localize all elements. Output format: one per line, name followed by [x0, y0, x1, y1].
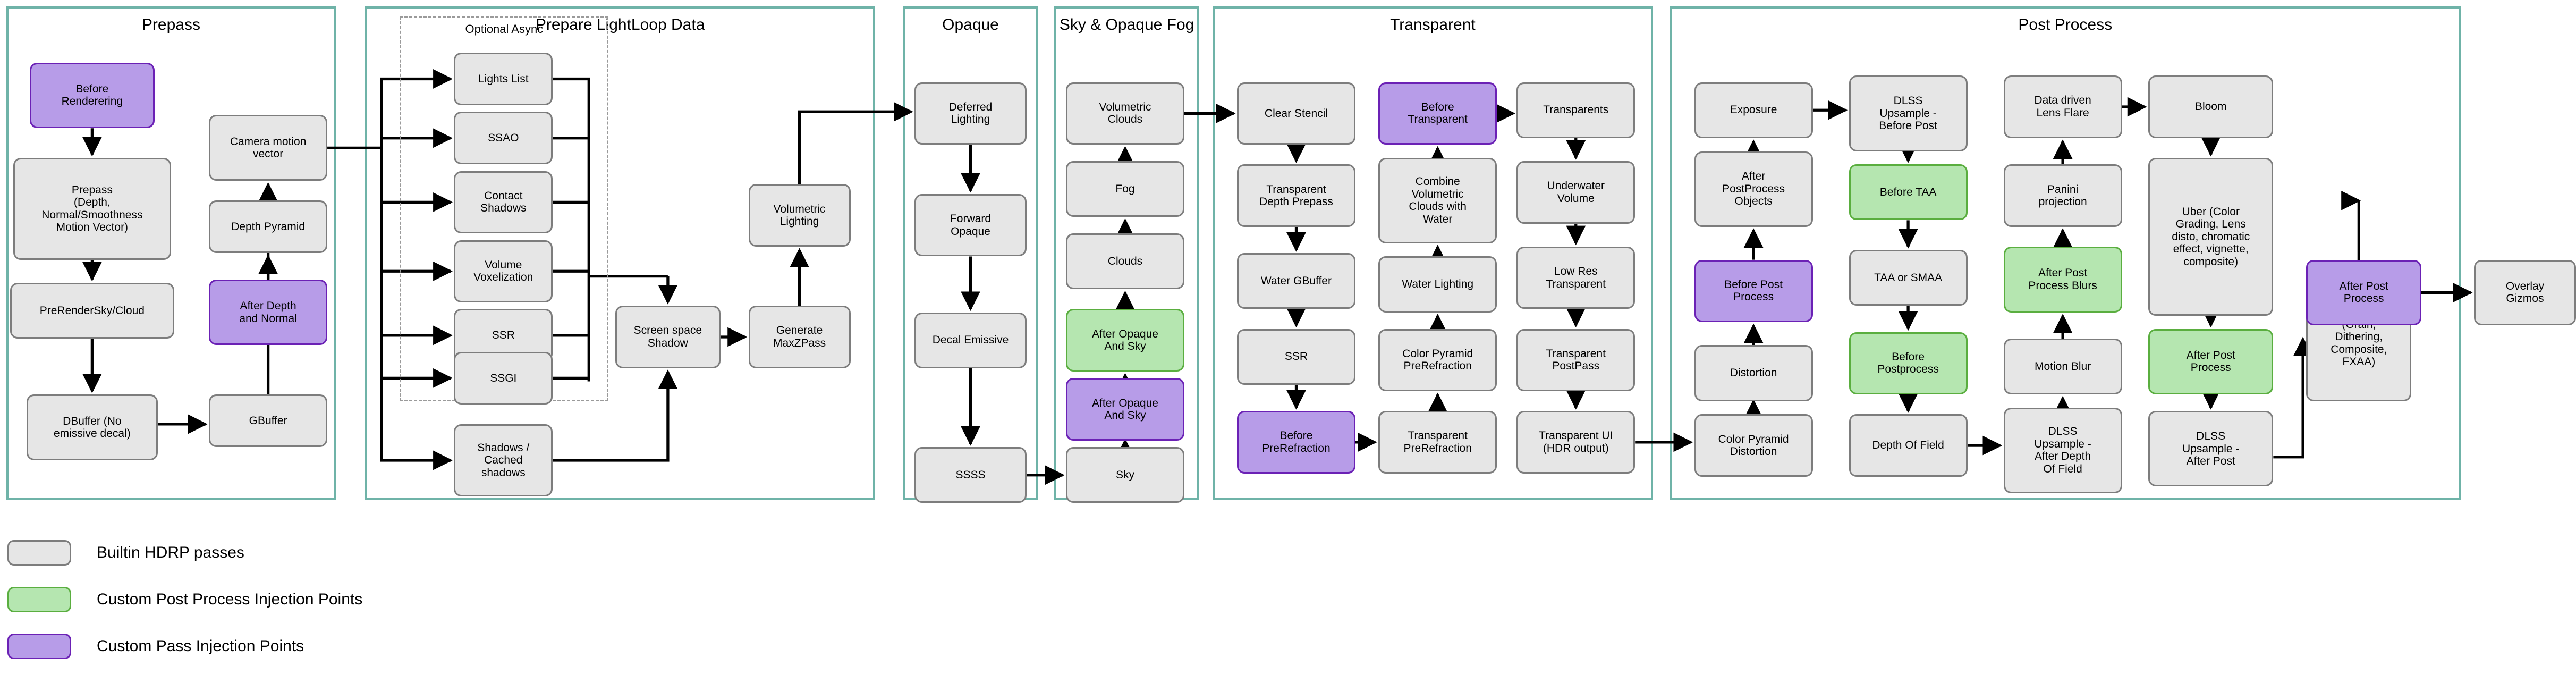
node-ssao[interactable]: SSAO [454, 112, 553, 165]
legend-swatch-custompass [7, 634, 71, 659]
node-prerendersky-cloud[interactable]: PreRenderSky/Cloud [10, 282, 175, 339]
node-ssss[interactable]: SSSS [914, 447, 1027, 503]
node-transparent-ui[interactable]: Transparent UI(HDR output) [1516, 411, 1636, 474]
legend-swatch-builtin [7, 540, 71, 566]
node-ssr-transparent[interactable]: SSR [1237, 328, 1355, 385]
node-sky[interactable]: Sky [1066, 447, 1184, 503]
group-title-transparent: Transparent [1390, 16, 1476, 34]
node-transparents[interactable]: Transparents [1516, 82, 1636, 138]
legend-row-legend-postfx: Custom Post Process Injection Points [7, 582, 362, 618]
node-taa-or-smaa[interactable]: TAA or SMAA [1849, 250, 1968, 306]
node-bloom[interactable]: Bloom [2148, 75, 2274, 138]
node-ssgi[interactable]: SSGI [454, 351, 553, 405]
legend-row-legend-custompass: Custom Pass Injection Points [7, 628, 362, 664]
node-fog[interactable]: Fog [1066, 161, 1184, 217]
group-title-skyfog: Sky & Opaque Fog [1059, 16, 1194, 34]
node-clear-stencil[interactable]: Clear Stencil [1237, 82, 1355, 145]
legend-swatch-postfx [7, 587, 71, 612]
legend-row-legend-builtin: Builtin HDRP passes [7, 535, 362, 571]
node-depth-pyramid[interactable]: Depth Pyramid [209, 200, 328, 254]
legend-label-legend-postfx: Custom Post Process Injection Points [97, 591, 363, 608]
optional-async-label: Optional Async [465, 22, 544, 36]
group-title-opaque: Opaque [942, 16, 999, 34]
node-water-lighting[interactable]: Water Lighting [1378, 256, 1497, 313]
group-title-postprocess: Post Process [2018, 16, 2113, 34]
legend-label-legend-custompass: Custom Pass Injection Points [97, 637, 304, 655]
node-distortion[interactable]: Distortion [1694, 345, 1813, 401]
node-before-taa[interactable]: Before TAA [1849, 164, 1968, 221]
node-decal-emissive[interactable]: Decal Emissive [914, 312, 1027, 368]
node-exposure[interactable]: Exposure [1694, 82, 1813, 138]
legend-label-legend-builtin: Builtin HDRP passes [97, 544, 244, 561]
group-title-lightloop: Prepare LightLoop Data [535, 16, 705, 34]
node-lights-list[interactable]: Lights List [454, 52, 553, 105]
group-title-prepass: Prepass [141, 16, 200, 34]
node-water-gbuffer[interactable]: Water GBuffer [1237, 253, 1355, 309]
node-depth-of-field[interactable]: Depth Of Field [1849, 414, 1968, 477]
node-clouds[interactable]: Clouds [1066, 233, 1184, 290]
node-motion-blur[interactable]: Motion Blur [2003, 339, 2122, 395]
node-gbuffer[interactable]: GBuffer [209, 394, 328, 448]
